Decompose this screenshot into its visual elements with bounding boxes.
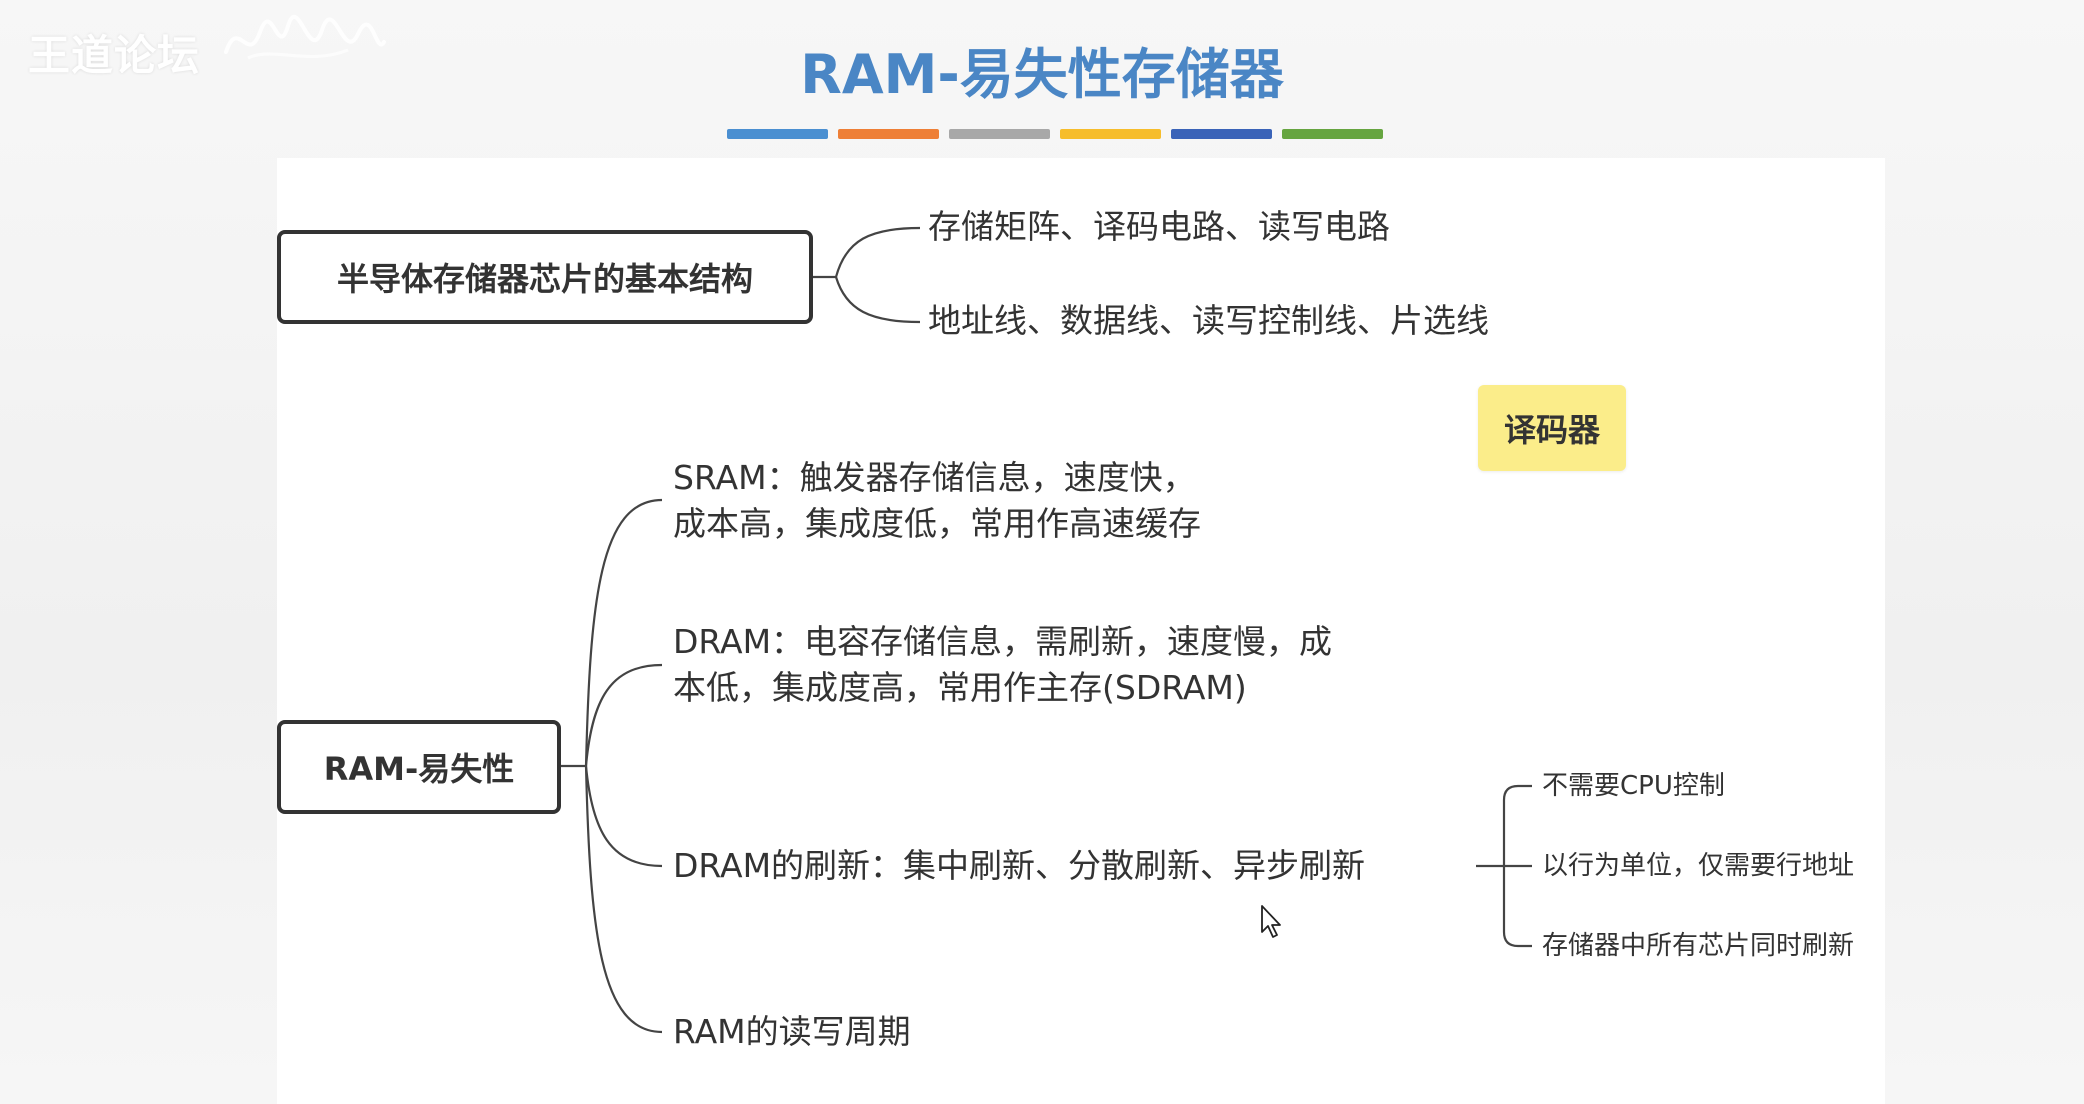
connector-ram-child-4: [584, 765, 663, 1034]
connector-structure-child-2: [834, 276, 921, 324]
connector-structure-child-1: [834, 226, 921, 278]
leaf-dram[interactable]: DRAM：电容存储信息，需刷新，速度慢，成 本低，集成度高，常用作主存(SDRA…: [673, 622, 1333, 707]
color-bar-segment: [1060, 129, 1161, 139]
decoder-tag[interactable]: 译码器: [1478, 385, 1626, 471]
color-bar-segment: [949, 129, 1050, 139]
color-bar-segment: [727, 129, 828, 139]
node-chip-structure[interactable]: 半导体存储器芯片的基本结构: [277, 230, 813, 324]
connector-ram-child-1: [584, 498, 663, 767]
color-bar-segment: [1282, 129, 1383, 139]
connector-refresh-child-1: [1502, 784, 1532, 866]
leaf-dram-refresh[interactable]: DRAM的刷新：集中刷新、分散刷新、异步刷新: [673, 846, 1366, 885]
connector-ram-child-3: [584, 765, 663, 868]
leaf-refresh-1[interactable]: 不需要CPU控制: [1542, 771, 1725, 801]
node-chip-structure-label: 半导体存储器芯片的基本结构: [336, 260, 753, 298]
leaf-refresh-3[interactable]: 存储器中所有芯片同时刷新: [1542, 931, 1855, 961]
mouse-cursor-icon: [1261, 905, 1281, 938]
slide-title: RAM-易失性存储器: [800, 43, 1284, 106]
title-color-bar: [727, 129, 1383, 139]
watermark-logo: 王道论坛: [28, 31, 201, 80]
color-bar-segment: [838, 129, 939, 139]
color-bar-segment: [1171, 129, 1272, 139]
node-ram-volatile-label: RAM-易失性: [323, 750, 515, 788]
leaf-ram-rw-cycle[interactable]: RAM的读写周期: [673, 1012, 911, 1051]
node-ram-volatile[interactable]: RAM-易失性: [277, 720, 561, 814]
connector-refresh-child-3: [1502, 866, 1532, 948]
watermark-signature-icon: [224, 15, 386, 60]
leaf-structure-2[interactable]: 地址线、数据线、读写控制线、片选线: [928, 301, 1489, 340]
leaf-refresh-2[interactable]: 以行为单位，仅需要行地址: [1542, 851, 1855, 881]
leaf-structure-1[interactable]: 存储矩阵、译码电路、读写电路: [928, 207, 1390, 246]
leaf-sram[interactable]: SRAM：触发器存储信息，速度快， 成本高，集成度低，常用作高速缓存: [673, 458, 1201, 543]
connector-ram-child-2: [584, 663, 663, 767]
